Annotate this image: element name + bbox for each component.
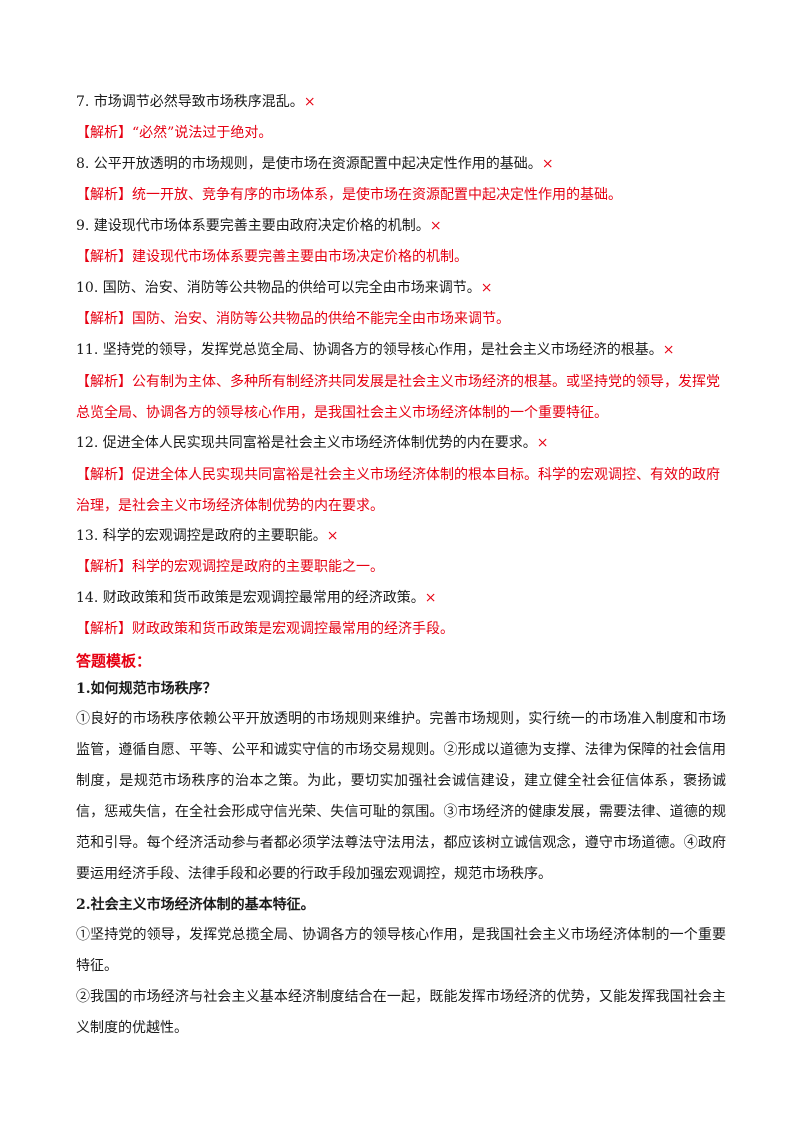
wrong-mark: × — [424, 590, 437, 606]
wrong-mark: × — [429, 218, 442, 234]
question-11: 11. 坚持党的领导，发挥党总览全局、协调各方的领导核心作用，是社会主义市场经济… — [76, 342, 675, 358]
section-paragraph: ①良好的市场秩序依赖公平开放透明的市场规则来维护。完善市场规则，实行统一的市场准… — [76, 711, 726, 882]
question-13: 13. 科学的宏观调控是政府的主要职能。× — [76, 528, 339, 544]
analysis-9: 【解析】建设现代市场体系要完善主要由市场决定价格的机制。 — [76, 249, 468, 265]
analysis-tag: 【解析】 — [76, 249, 132, 265]
wrong-mark: × — [326, 528, 339, 544]
template-section-2: 2.社会主义市场经济体制的基本特征。 ①坚持党的领导，发挥党总揽全局、协调各方的… — [76, 892, 726, 1044]
answer-template-title: 答题模板： — [76, 652, 152, 670]
analysis-14: 【解析】财政政策和货币政策是宏观调控最常用的经济手段。 — [76, 621, 454, 637]
analysis-13: 【解析】科学的宏观调控是政府的主要职能之一。 — [76, 559, 384, 575]
question-9: 9. 建设现代市场体系要完善主要由政府决定价格的机制。× — [76, 218, 442, 234]
document-content: 7. 市场调节必然导致市场秩序混乱。× 【解析】“必然”说法过于绝对。 8. 公… — [76, 92, 726, 1046]
section-paragraph: ①坚持党的领导，发挥党总揽全局、协调各方的领导核心作用，是我国社会主义市场经济体… — [76, 927, 726, 974]
analysis-tag: 【解析】 — [76, 467, 132, 483]
wrong-mark: × — [480, 280, 493, 296]
question-12: 12. 促进全体人民实现共同富裕是社会主义市场经济体制优势的内在要求。× — [76, 435, 549, 451]
template-section-1: 1.如何规范市场秩序？ ①良好的市场秩序依赖公平开放透明的市场规则来维护。完善市… — [76, 676, 726, 890]
analysis-tag: 【解析】 — [76, 187, 132, 203]
wrong-mark: × — [541, 156, 554, 172]
analysis-8: 【解析】统一开放、竞争有序的市场体系，是使市场在资源配置中起决定性作用的基础。 — [76, 187, 622, 203]
wrong-mark: × — [662, 342, 675, 358]
analysis-11: 【解析】公有制为主体、多种所有制经济共同发展是社会主义市场经济的根基。或坚持党的… — [76, 374, 720, 421]
analysis-10: 【解析】国防、治安、消防等公共物品的供给不能完全由市场来调节。 — [76, 311, 510, 327]
analysis-tag: 【解析】 — [76, 621, 132, 637]
question-14: 14. 财政政策和货币政策是宏观调控最常用的经济政策。× — [76, 590, 437, 606]
analysis-12: 【解析】促进全体人民实现共同富裕是社会主义市场经济体制的根本目标。科学的宏观调控… — [76, 467, 720, 514]
analysis-tag: 【解析】 — [76, 125, 132, 141]
question-7: 7. 市场调节必然导致市场秩序混乱。× — [76, 94, 316, 110]
question-8: 8. 公平开放透明的市场规则，是使市场在资源配置中起决定性作用的基础。× — [76, 156, 554, 172]
wrong-mark: × — [536, 435, 549, 451]
section-paragraph: ②我国的市场经济与社会主义基本经济制度结合在一起，既能发挥市场经济的优势，又能发… — [76, 989, 726, 1036]
analysis-tag: 【解析】 — [76, 311, 132, 327]
wrong-mark: × — [303, 94, 316, 110]
analysis-7: 【解析】“必然”说法过于绝对。 — [76, 125, 273, 141]
analysis-tag: 【解析】 — [76, 374, 132, 390]
question-10: 10. 国防、治安、消防等公共物品的供给可以完全由市场来调节。× — [76, 280, 493, 296]
section-heading: 2.社会主义市场经济体制的基本特征。 — [76, 897, 315, 913]
section-heading: 1.如何规范市场秩序？ — [76, 681, 217, 697]
analysis-tag: 【解析】 — [76, 559, 132, 575]
